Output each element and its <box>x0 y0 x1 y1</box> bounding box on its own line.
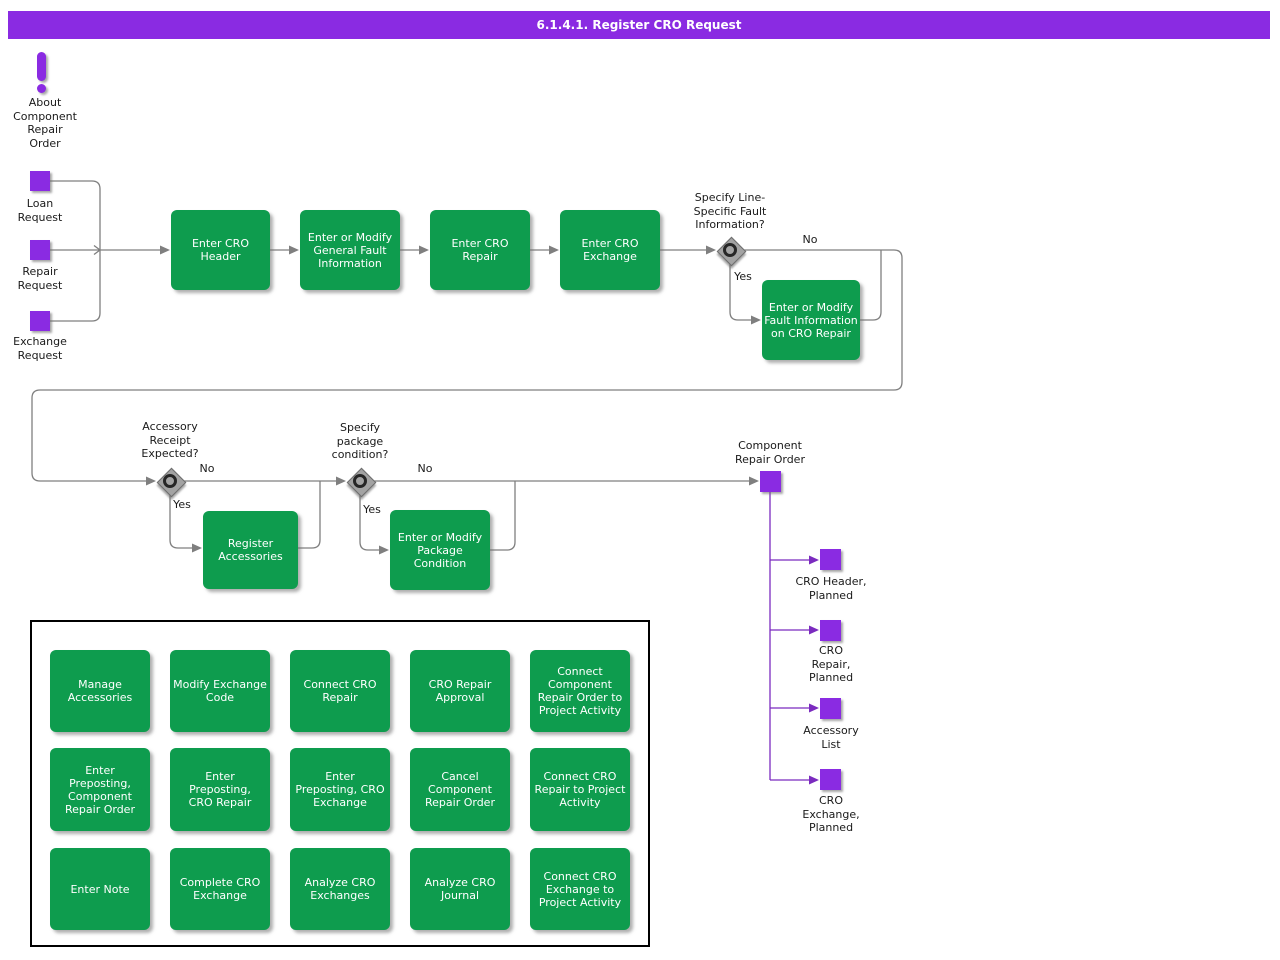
activity-preposting-cro-repair[interactable]: Enter Preposting, CRO Repair <box>170 748 270 831</box>
activity-connect-cro-exchange-to-project[interactable]: Connect CRO Exchange to Project Activity <box>530 848 630 930</box>
about-exclamation-icon[interactable] <box>37 52 46 81</box>
decision-line-fault-no: No <box>802 233 818 246</box>
decision-accessory-label: Accessory Receipt Expected? <box>141 420 199 460</box>
loan-request-event[interactable] <box>30 171 50 191</box>
repair-request-event[interactable] <box>30 240 50 260</box>
decision-package-label: Specify package condition? <box>331 421 389 461</box>
exchange-request-event[interactable] <box>30 311 50 331</box>
decision-package-no: No <box>417 462 433 475</box>
output-cro-repair-planned-event[interactable] <box>820 620 841 641</box>
activity-connect-cro-repair-to-project[interactable]: Connect CRO Repair to Project Activity <box>530 748 630 831</box>
activity-cro-repair-approval[interactable]: CRO Repair Approval <box>410 650 510 732</box>
activity-enter-general-fault[interactable]: Enter or Modify General Fault Informatio… <box>300 210 400 290</box>
page-title: 6.1.4.1. Register CRO Request <box>8 11 1270 39</box>
optional-activities-frame <box>30 620 650 947</box>
decision-accessory-no: No <box>199 462 215 475</box>
activity-analyze-cro-journal[interactable]: Analyze CRO Journal <box>410 848 510 930</box>
activity-modify-exchange-code[interactable]: Modify Exchange Code <box>170 650 270 732</box>
repair-request-label: Repair Request <box>17 265 63 292</box>
activity-complete-cro-exchange[interactable]: Complete CRO Exchange <box>170 848 270 930</box>
activity-preposting-cro-exchange[interactable]: Enter Preposting, CRO Exchange <box>290 748 390 831</box>
loan-request-label: Loan Request <box>17 197 63 224</box>
activity-cancel-cro[interactable]: Cancel Component Repair Order <box>410 748 510 831</box>
activity-connect-cro-to-project[interactable]: Connect Component Repair Order to Projec… <box>530 650 630 732</box>
decision-line-fault-yes: Yes <box>734 270 752 283</box>
decision-accessory-yes: Yes <box>173 498 191 511</box>
output-accessory-list-label: Accessory List <box>803 724 859 751</box>
output-cro-exchange-planned-event[interactable] <box>820 769 841 790</box>
decision-line-fault-label: Specify Line- Specific Fault Information… <box>693 191 767 231</box>
activity-analyze-cro-exchanges[interactable]: Analyze CRO Exchanges <box>290 848 390 930</box>
decision-package-circle-icon <box>353 474 367 488</box>
output-cro-repair-planned-label: CRO Repair, Planned <box>808 644 854 684</box>
output-cro-exchange-planned-label: CRO Exchange, Planned <box>802 794 860 834</box>
decision-line-fault-circle-icon <box>723 243 737 257</box>
activity-enter-cro-repair[interactable]: Enter CRO Repair <box>430 210 530 290</box>
component-repair-order-label: Component Repair Order <box>735 439 805 466</box>
activity-connect-cro-repair[interactable]: Connect CRO Repair <box>290 650 390 732</box>
exchange-request-label: Exchange Request <box>13 335 67 362</box>
activity-enter-cro-header[interactable]: Enter CRO Header <box>171 210 270 290</box>
decision-package-yes: Yes <box>363 503 381 516</box>
output-cro-header-planned-event[interactable] <box>820 549 841 570</box>
output-accessory-list-event[interactable] <box>820 698 841 719</box>
component-repair-order-event[interactable] <box>760 471 781 492</box>
activity-register-accessories[interactable]: Register Accessories <box>203 511 298 589</box>
activity-manage-accessories[interactable]: Manage Accessories <box>50 650 150 732</box>
activity-enter-note[interactable]: Enter Note <box>50 848 150 930</box>
output-cro-header-planned-label: CRO Header, Planned <box>795 575 867 602</box>
about-exclamation-icon-dot <box>37 84 46 93</box>
about-icon-label: About Component Repair Order <box>13 96 77 150</box>
activity-enter-cro-exchange[interactable]: Enter CRO Exchange <box>560 210 660 290</box>
activity-package-condition[interactable]: Enter or Modify Package Condition <box>390 510 490 590</box>
decision-accessory-circle-icon <box>163 474 177 488</box>
activity-fault-on-cro-repair[interactable]: Enter or Modify Fault Information on CRO… <box>762 280 860 360</box>
activity-preposting-cro[interactable]: Enter Preposting, Component Repair Order <box>50 748 150 831</box>
